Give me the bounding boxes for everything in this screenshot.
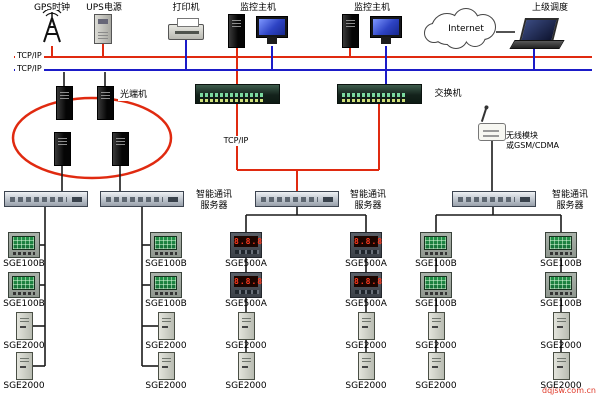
comm-server-label-2: 智能通讯 服务器: [349, 190, 386, 211]
device-label: SGE500A: [225, 259, 267, 269]
comm-server-rack-4: [452, 191, 536, 207]
tcpip-mid-label: TCP/IP: [214, 136, 258, 146]
device-label: SGE2000: [345, 341, 387, 351]
ethernet-switch-1: [195, 84, 280, 104]
device-sge2000: [428, 312, 445, 340]
tcpip-bus-top-label: TCP/IP: [15, 51, 44, 61]
device-label: SGE2000: [345, 381, 387, 391]
device-label: SGE2000: [540, 381, 582, 391]
printer-label: 打印机: [172, 3, 200, 13]
internet-label: Internet: [448, 24, 484, 34]
comm-server-rack-2: [100, 191, 184, 207]
device-label: SGE2000: [145, 341, 187, 351]
laptop-icon: [519, 18, 559, 42]
device-sge2000: [238, 312, 255, 340]
device-label: SGE100B: [145, 299, 187, 309]
device-label: SGE100B: [540, 259, 582, 269]
comm-server-label-1: 智能通讯 服务器: [195, 190, 232, 211]
power-meter-sge100b: [545, 232, 577, 258]
watermark: dqjsw.com.cn: [542, 386, 596, 395]
host-tower-icon: [228, 14, 245, 48]
wireless-module-icon: [478, 123, 506, 141]
device-label: SGE100B: [145, 259, 187, 269]
device-label: SGE2000: [540, 341, 582, 351]
dispatch-label: 上级调度: [531, 3, 568, 13]
device-sge2000: [16, 352, 33, 380]
device-sge2000: [358, 352, 375, 380]
optical-terminal-icon: [56, 86, 73, 120]
device-label: SGE100B: [415, 259, 457, 269]
device-sge2000: [553, 312, 570, 340]
device-label: SGE2000: [225, 381, 267, 391]
power-meter-sge100b: [150, 232, 182, 258]
device-sge2000: [238, 352, 255, 380]
comm-server-rack-1: [4, 191, 88, 207]
host-tower-icon: [342, 14, 359, 48]
laptop-base-icon: [509, 40, 565, 49]
gps-antenna-icon: [36, 8, 68, 50]
device-sge2000: [428, 352, 445, 380]
power-meter-sge500a: [230, 272, 262, 298]
optical-terminal-icon: [54, 132, 71, 166]
optical-terminal-icon: [112, 132, 129, 166]
gps-clock-label: GPS时钟: [33, 3, 71, 13]
tcpip-bus-bottom-label: TCP/IP: [15, 64, 44, 74]
comm-server-label-3: 智能通讯 服务器: [551, 190, 588, 211]
fiber-ring: [11, 96, 173, 180]
device-label: SGE2000: [3, 381, 45, 391]
power-meter-sge500a: [230, 232, 262, 258]
power-meter-sge100b: [150, 272, 182, 298]
device-label: SGE500A: [225, 299, 267, 309]
monitor-screen-icon: [256, 16, 288, 44]
device-label: SGE2000: [225, 341, 267, 351]
device-label: SGE2000: [415, 341, 457, 351]
device-label: SGE500A: [345, 259, 387, 269]
device-label: SGE2000: [145, 381, 187, 391]
power-meter-sge100b: [8, 272, 40, 298]
device-label: SGE2000: [3, 341, 45, 351]
printer-icon: [168, 18, 204, 40]
power-meter-sge500a: [350, 272, 382, 298]
device-sge2000: [358, 312, 375, 340]
power-meter-sge100b: [545, 272, 577, 298]
switch-label: 交换机: [434, 89, 462, 99]
comm-server-rack-3: [255, 191, 339, 207]
monitor-host-1-label: 监控主机: [239, 3, 276, 13]
ups-label: UPS电源: [86, 3, 122, 13]
optical-terminal-label: 光端机: [118, 90, 150, 101]
device-sge2000: [158, 352, 175, 380]
device-label: SGE100B: [3, 259, 45, 269]
ethernet-switch-2: [337, 84, 422, 104]
device-label: SGE500A: [345, 299, 387, 309]
blue-bus-wires: [14, 40, 592, 84]
device-label: SGE2000: [415, 381, 457, 391]
power-meter-sge100b: [8, 232, 40, 258]
device-label: SGE100B: [540, 299, 582, 309]
internet-cloud-icon: [424, 8, 496, 49]
device-sge2000: [16, 312, 33, 340]
device-label: SGE100B: [3, 299, 45, 309]
device-sge2000: [158, 312, 175, 340]
power-meter-sge100b: [420, 272, 452, 298]
wireless-module-label: 无线模块 或GSM/CDMA: [506, 131, 559, 150]
power-meter-sge500a: [350, 232, 382, 258]
device-label: SGE100B: [415, 299, 457, 309]
power-meter-sge100b: [420, 232, 452, 258]
monitor-host-2-label: 监控主机: [353, 3, 390, 13]
monitor-screen-icon: [370, 16, 402, 44]
device-sge2000: [553, 352, 570, 380]
optical-terminal-icon: [97, 86, 114, 120]
ups-tower-icon: [94, 14, 112, 44]
